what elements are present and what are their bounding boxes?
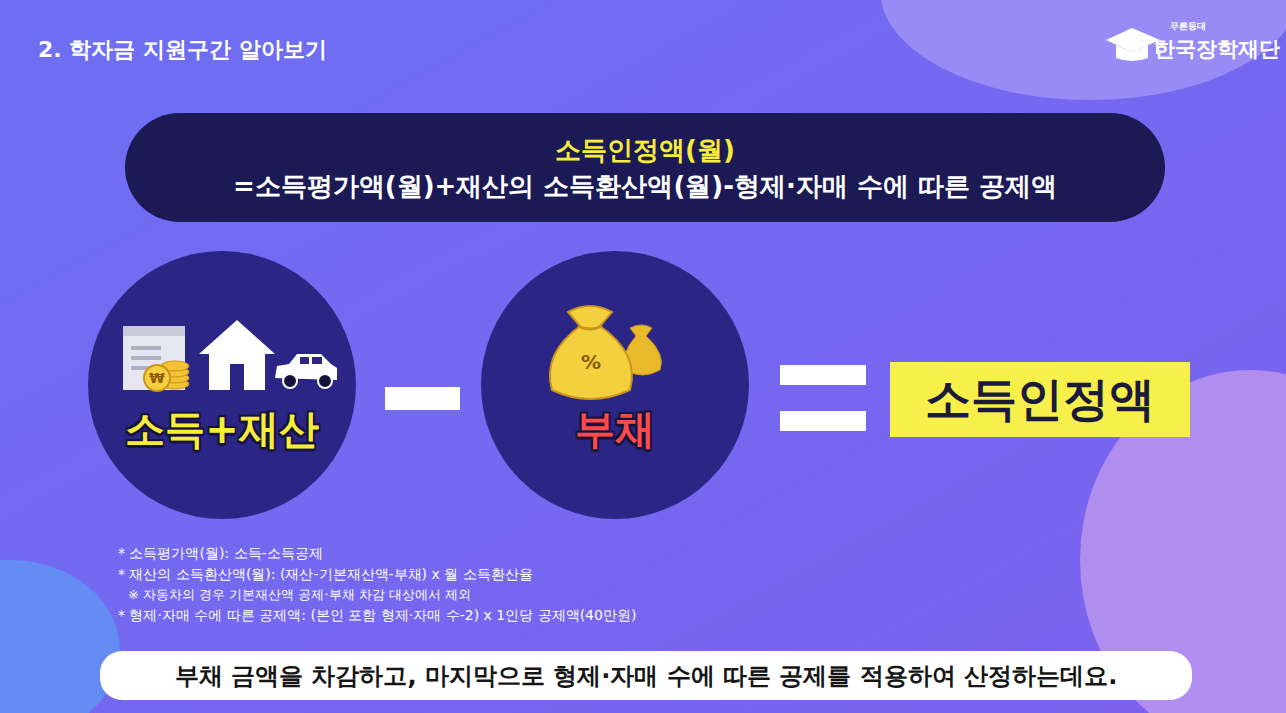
debt-circle: 부채 — [480, 250, 750, 520]
footnote: * 소득평가액(월): 소득-소득공제 — [118, 545, 323, 562]
assets-icons — [123, 320, 337, 391]
circle-shape — [480, 250, 750, 520]
slide-title: 2. 학자금 지원구간 알아보기 — [38, 35, 327, 65]
equals-sign — [780, 411, 866, 431]
blob — [880, 0, 1286, 100]
result-label: 소득인정액 — [925, 369, 1155, 431]
circle-label: 소득+재산 — [125, 402, 319, 457]
assets-circle: 소득+재산 — [87, 250, 357, 520]
footnote: * 재산의 소득환산액(월): (재산-기본재산액-부채) x 월 소득환산율 — [118, 566, 533, 583]
logo-name: 한국장학재단 — [1154, 37, 1280, 62]
percent-symbol: % — [581, 350, 601, 374]
result-box: 소득인정액 — [890, 362, 1190, 437]
logo-cap — [1106, 28, 1160, 61]
won-symbol: ₩ — [149, 370, 164, 387]
logo-tagline: 푸른등대 — [1170, 21, 1206, 32]
formula-heading: 소득인정액(월) — [555, 132, 735, 168]
money-bags — [550, 306, 661, 399]
circle-shape — [87, 250, 357, 520]
minus-sign — [385, 387, 460, 410]
footnote: ※ 자동차의 경우 기본재산액 공제·부채 차감 대상에서 제외 — [128, 587, 471, 603]
footnote: * 형제·자매 수에 따른 공제액: (본인 포함 형제·자매 수-2) x 1… — [118, 607, 636, 624]
formula-text: =소득평가액(월)+재산의 소득환산액(월)-형제·자매 수에 따른 공제액 — [233, 168, 1057, 204]
blob — [0, 560, 120, 713]
subtitle-text: 부채 금액을 차감하고, 마지막으로 형제·자매 수에 따른 공제를 적용하여 … — [175, 660, 1118, 692]
circle-outline — [481, 251, 749, 519]
formula-band: 소득인정액(월)=소득평가액(월)+재산의 소득환산액(월)-형제·자매 수에 … — [125, 113, 1165, 222]
circle-label: 부채 — [575, 402, 655, 457]
circle-outline — [88, 251, 356, 519]
equals-sign — [780, 365, 866, 385]
subtitle-box: 부채 금액을 차감하고, 마지막으로 형제·자매 수에 따른 공제를 적용하여 … — [100, 651, 1192, 700]
